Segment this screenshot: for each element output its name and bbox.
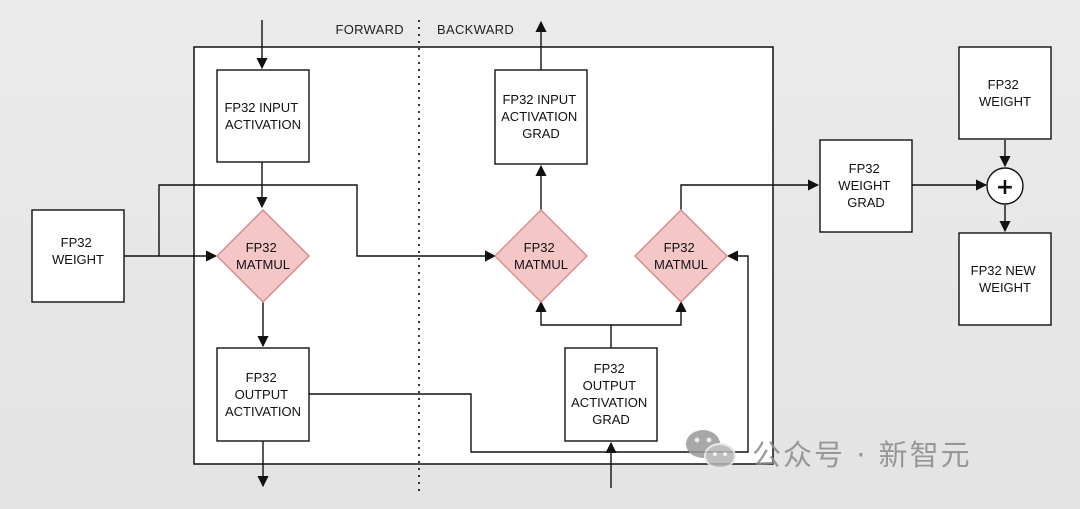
plus-icon: +	[996, 175, 1014, 200]
svg-text:FP32 WEIGHT: FP32 WEIGHT	[52, 235, 104, 267]
arrow-grad-to-weight-matmul	[611, 300, 687, 326]
svg-text:FP32 MATMUL: FP32 MATMUL	[514, 240, 568, 272]
watermark-text: 公众号 · 新智元	[752, 438, 972, 472]
adder-node: +	[986, 167, 1024, 205]
connectors	[124, 20, 1011, 488]
svg-text:FP32 OUTPUT ACTIVA: FP32 OUTPUT ACTIVATION GRAD	[571, 361, 651, 427]
arrow-grad-to-input-matmul	[535, 300, 612, 348]
svg-text:FP32 NEW WEIGHT: FP32 NEW WEIGHT	[971, 263, 1040, 295]
node-new-weight: FP32 NEW WEIGHT	[958, 232, 1052, 326]
backward-header: BACKWARD	[437, 22, 514, 37]
node-weight-grad: FP32 WEIGHT GRAD	[819, 139, 913, 233]
svg-text:FP32 WEIGHT: FP32 WEIGHT	[979, 77, 1031, 109]
svg-text:FP32 OUTPUT ACTIVA: FP32 OUTPUT ACTIVATION	[225, 370, 301, 419]
arrow-weight-to-backward-matmul	[158, 184, 497, 262]
node-input-activation-grad: FP32 INPUT ACTIVATION GRAD	[494, 69, 588, 165]
arrow-weight-matmul-to-weight-grad	[680, 179, 820, 210]
node-matmul-backward-input: FP32 MATMUL	[494, 209, 588, 303]
node-output-activation-grad: FP32 OUTPUT ACTIVATION GRAD	[564, 347, 658, 442]
node-matmul-backward-weight: FP32 MATMUL	[634, 209, 728, 303]
svg-text:FP32 WEIGHT GRAD: FP32 WEIGHT GRAD	[838, 161, 893, 210]
node-input-activation: FP32 INPUT ACTIVATION	[216, 69, 310, 163]
watermark: 公众号 · 新智元	[686, 430, 972, 472]
wechat-logo-icon	[686, 430, 736, 469]
svg-text:FP32 MATMUL: FP32 MATMUL	[654, 240, 708, 272]
svg-text:FP32 INPUT ACTIVATION: FP32 INPUT ACTIVATION	[224, 100, 301, 132]
svg-text:FP32 MATMUL: FP32 MATMUL	[236, 240, 290, 272]
node-matmul-forward: FP32 MATMUL	[216, 209, 310, 303]
node-output-activation: FP32 OUTPUT ACTIVATION	[216, 347, 310, 442]
forward-header: FORWARD	[335, 22, 404, 37]
node-fp32-weight-right: FP32 WEIGHT	[958, 46, 1052, 140]
svg-text:FP32 INPUT ACTIVATION: FP32 INPUT ACTIVATION GRAD	[501, 92, 581, 141]
node-fp32-weight-left: FP32 WEIGHT	[31, 209, 125, 303]
